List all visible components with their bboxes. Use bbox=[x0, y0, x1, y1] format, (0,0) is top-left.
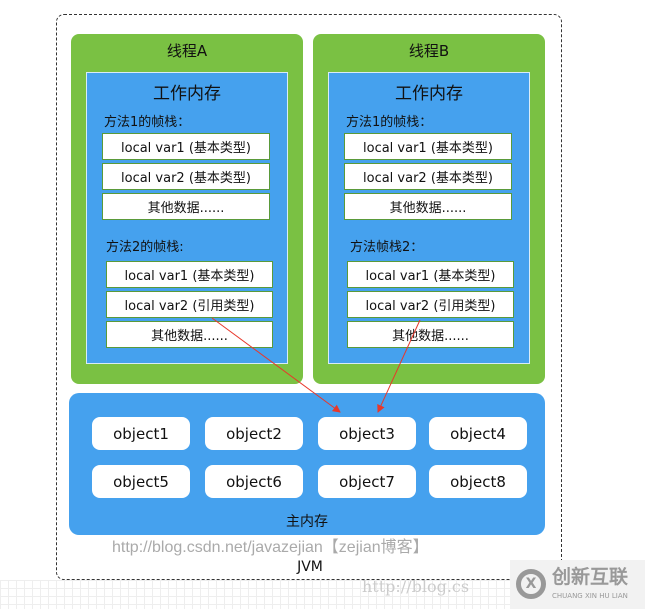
watermark-sub: CHUANG XIN HU LIAN bbox=[552, 592, 628, 600]
main-memory: object1 object2 object3 object4 object5 objec… bbox=[69, 393, 545, 535]
logo-icon: X bbox=[516, 569, 546, 599]
work-memory-title: 工作内存 bbox=[153, 84, 221, 104]
object-box: object3 bbox=[318, 417, 416, 450]
source-url: http://blog.csdn.net/javazejian【zejian博客… bbox=[112, 539, 429, 556]
main-memory-label: 主内存 bbox=[286, 514, 328, 530]
frame2-cell: local var2 (引用类型) bbox=[106, 291, 273, 318]
frame1-cell: local var2 (基本类型) bbox=[102, 163, 270, 190]
object-box: object6 bbox=[205, 465, 303, 498]
object-box: object4 bbox=[429, 417, 527, 450]
watermark-text: 创新互联 bbox=[552, 566, 629, 588]
jvm-boundary bbox=[56, 14, 562, 580]
object-box: object7 bbox=[318, 465, 416, 498]
object-box: object5 bbox=[92, 465, 190, 498]
frame1-label: 方法1的帧栈： bbox=[346, 115, 433, 130]
arrow-b-to-object3 bbox=[377, 319, 421, 413]
frame2-cell: local var2 (引用类型) bbox=[347, 291, 514, 318]
thread-title: 线程A bbox=[166, 42, 208, 60]
frame2-label: 方法帧栈2： bbox=[350, 240, 424, 255]
object-box: object8 bbox=[429, 465, 527, 498]
frame2-cell: local var1 (基本类型) bbox=[106, 261, 273, 288]
frame1-cell: local var1 (基本类型) bbox=[102, 133, 270, 160]
frame2-cell: 其他数据...... bbox=[347, 321, 514, 348]
frame1-cell: 其他数据...... bbox=[344, 193, 512, 220]
object-box: object1 bbox=[92, 417, 190, 450]
frame1-cell: local var1 (基本类型) bbox=[344, 133, 512, 160]
frame1-label: 方法1的帧栈： bbox=[104, 115, 191, 130]
thread-title: 线程B bbox=[408, 42, 450, 60]
frame2-label: 方法2的帧栈: bbox=[106, 240, 184, 255]
frame1-cell: local var2 (基本类型) bbox=[344, 163, 512, 190]
jvm-label: JVM bbox=[297, 559, 323, 575]
frame2-cell: local var1 (基本类型) bbox=[347, 261, 514, 288]
work-memory-title: 工作内存 bbox=[395, 84, 463, 104]
watermark-logo: X 创新互联 CHUANG XIN HU LIAN bbox=[510, 560, 645, 609]
frame1-cell: 其他数据...... bbox=[102, 193, 270, 220]
arrow-a-to-object3 bbox=[211, 317, 341, 413]
frame2-cell: 其他数据...... bbox=[106, 321, 273, 348]
watermark-url: http://blog.cs bbox=[362, 577, 470, 596]
object-box: object2 bbox=[205, 417, 303, 450]
